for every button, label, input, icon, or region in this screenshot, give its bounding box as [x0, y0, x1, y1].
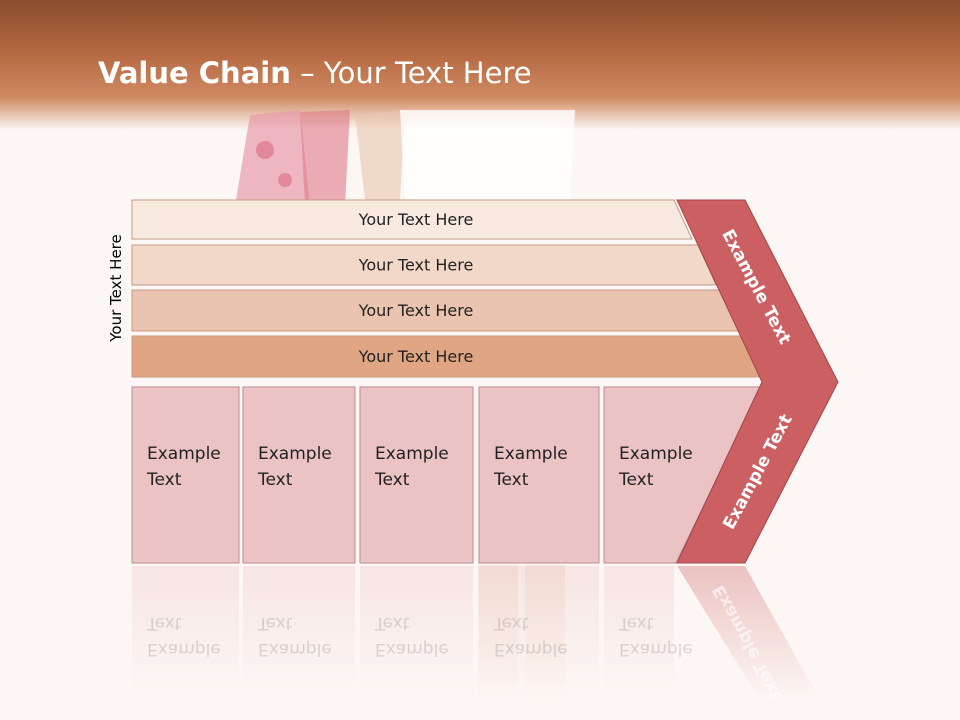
slide-title: Value Chain – Your Text Here — [98, 56, 532, 90]
column-reflection-text-1: Example Text — [146, 613, 221, 659]
title-bold: Value Chain — [98, 56, 291, 90]
column-3 — [359, 386, 474, 564]
column-label-line2-1: Text — [146, 470, 182, 490]
chevron-reflection — [677, 566, 820, 700]
band-label-4: Your Text Here — [358, 347, 474, 366]
column-label-line1-3: Example — [375, 444, 449, 464]
title-rest: – Your Text Here — [290, 56, 532, 90]
column-reflection-2 — [243, 566, 355, 696]
svg-text:Text: Text — [257, 613, 293, 633]
column-1 — [131, 386, 240, 564]
band-1 — [131, 199, 693, 240]
column-reflection-3 — [360, 566, 473, 696]
svg-text:Text: Text — [146, 613, 182, 633]
column-label-line2-4: Text — [493, 470, 529, 490]
band-label-3: Your Text Here — [358, 301, 474, 320]
reflection-group — [132, 566, 820, 700]
svg-text:Example: Example — [147, 639, 221, 659]
column-label-line2-3: Text — [374, 470, 410, 490]
band-2 — [131, 244, 717, 286]
column-2 — [242, 386, 356, 564]
svg-text:Text: Text — [618, 613, 654, 633]
column-reflection-4 — [479, 566, 599, 696]
band-label-1: Your Text Here — [358, 210, 474, 229]
column-reflection-1 — [132, 566, 239, 696]
column-label-line1-4: Example — [494, 444, 568, 464]
column-label-line1-5: Example — [619, 444, 693, 464]
column-reflection-5 — [604, 566, 674, 696]
column-label-line1-2: Example — [258, 444, 332, 464]
column-5 — [603, 386, 762, 564]
svg-text:Example: Example — [619, 639, 693, 659]
column-reflection-text-2: Example Text — [257, 613, 332, 659]
band-label-2: Your Text Here — [358, 256, 474, 275]
column-label-line2-5: Text — [618, 470, 654, 490]
column-reflection-text-5: Example Text — [618, 613, 693, 659]
svg-text:Text: Text — [374, 613, 410, 633]
svg-text:Text: Text — [493, 613, 529, 633]
column-reflection-text-4: Example Text — [493, 613, 568, 659]
column-label-line1-1: Example — [147, 444, 221, 464]
svg-text:Example: Example — [494, 639, 568, 659]
svg-text:Example: Example — [375, 639, 449, 659]
column-reflection-text-3: Example Text — [374, 613, 449, 659]
column-4 — [478, 386, 600, 564]
header-band — [0, 0, 960, 130]
chevron-arrow — [676, 199, 839, 564]
svg-text:Example: Example — [258, 639, 332, 659]
column-label-line2-2: Text — [257, 470, 293, 490]
